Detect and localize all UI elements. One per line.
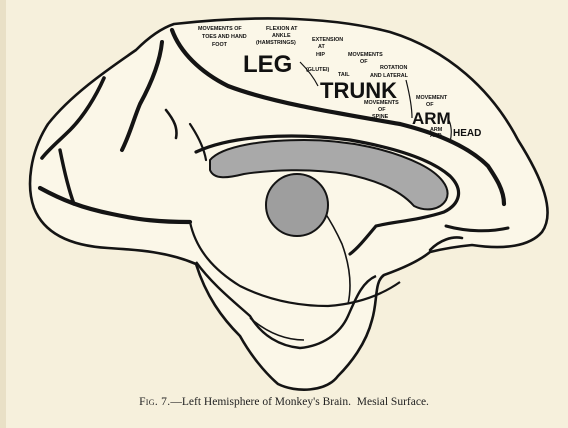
label-at: AT: [318, 44, 325, 50]
label-toes-and-hand: TOES AND HAND: [202, 34, 247, 40]
label-and-small: AND: [430, 133, 442, 139]
label-movements-of: MOVEMENTS OF: [198, 26, 242, 32]
label-flexion-at: FLEXION AT: [266, 26, 298, 32]
label-ankle: ANKLE: [272, 33, 291, 39]
caption-title: —Left Hemisphere of Monkey's Brain.: [170, 396, 351, 408]
label-rotation: ROTATION: [380, 65, 407, 71]
label-extension: EXTENSION: [312, 37, 343, 43]
caption-surface: Mesial Surface.: [357, 396, 429, 408]
label-leg: LEG: [243, 51, 292, 78]
label-head: HEAD: [453, 128, 481, 139]
thalamus-disc: [266, 174, 328, 236]
label-spine: SPINE: [372, 114, 389, 120]
label-hip: HIP: [316, 52, 325, 58]
label-arm: ARM: [412, 109, 451, 128]
label-and-lateral: AND LATERAL: [370, 73, 409, 79]
label-hamstrings: (HAMSTRINGS): [256, 40, 296, 46]
label-movements-tail: MOVEMENTS: [348, 52, 383, 58]
label-of-spine: OF: [378, 107, 386, 113]
figure-caption: Fig. 7.—Left Hemisphere of Monkey's Brai…: [0, 396, 568, 408]
caption-figure-number: Fig. 7.: [139, 396, 170, 408]
label-foot: FOOT: [212, 42, 228, 48]
label-of-tail: OF: [360, 59, 368, 65]
label-movement: MOVEMENT: [416, 95, 448, 101]
paper-left-shadow: [0, 0, 6, 428]
label-of-arm: OF: [426, 102, 434, 108]
label-movements-spine: MOVEMENTS: [364, 100, 399, 106]
